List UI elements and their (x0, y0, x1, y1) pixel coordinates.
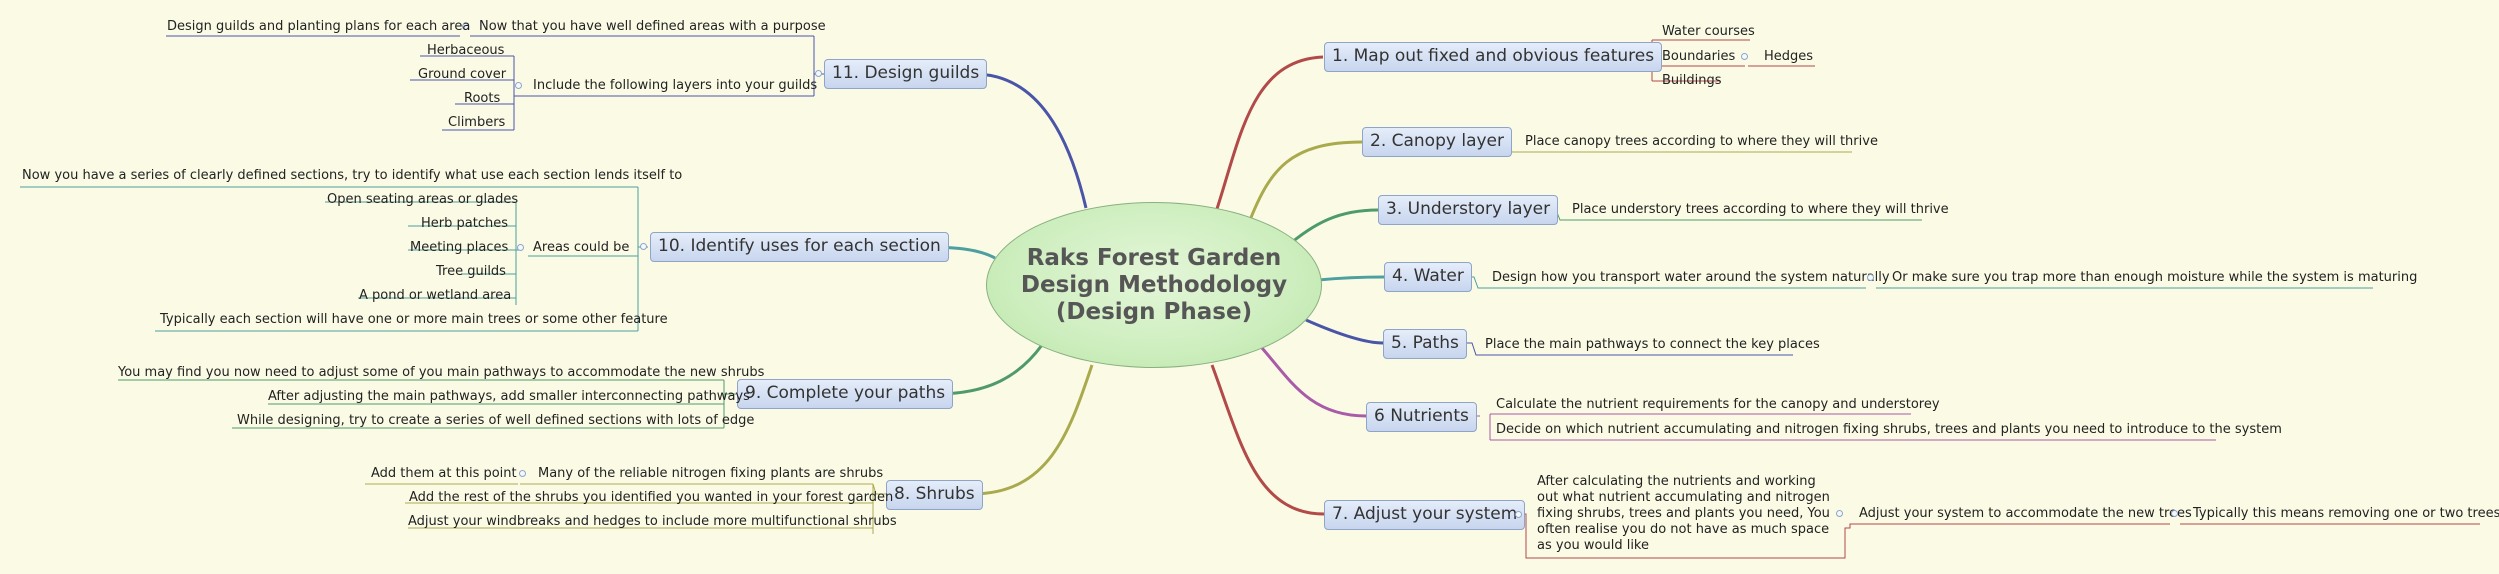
collapse-dot[interactable] (815, 70, 822, 77)
branch-2-node[interactable]: 2. Canopy layer (1362, 127, 1512, 157)
branch-2-item: Place canopy trees according to where th… (1525, 134, 1878, 149)
branch-3-node[interactable]: 3. Understory layer (1378, 195, 1559, 225)
collapse-dot[interactable] (519, 470, 526, 477)
branch-5-item: Place the main pathways to connect the k… (1485, 337, 1820, 352)
collapse-dot[interactable] (517, 244, 524, 251)
branch-8-connector (971, 364, 1094, 496)
branch-11-item-a: Now that you have well defined areas wit… (479, 19, 826, 34)
collapse-dot[interactable] (1836, 510, 1843, 517)
branch-4-item-a: Design how you transport water around th… (1492, 270, 1890, 285)
branch-1-water: Water courses (1662, 24, 1755, 39)
branch-6-node[interactable]: 6 Nutrients (1366, 402, 1477, 432)
branch-8-node[interactable]: 8. Shrubs (886, 480, 983, 510)
branch-4-node[interactable]: 4. Water (1384, 262, 1472, 292)
central-title: Raks Forest Garden Design Methodology (D… (1020, 244, 1288, 325)
branch-5-connector (1305, 318, 1384, 345)
branch-7-node[interactable]: 7. Adjust your system (1324, 500, 1526, 530)
branch-1-connector (1213, 55, 1324, 216)
branch-6-connector (1260, 347, 1367, 418)
branch-10-option-3: Meeting places (410, 240, 509, 255)
branch-9-node[interactable]: 9. Complete your paths (737, 379, 954, 409)
branch-1-buildings: Buildings (1662, 73, 1722, 88)
branch-10-option-4: Tree guilds (436, 264, 506, 279)
branch-10-option-1: Open seating areas or glades (327, 192, 519, 207)
branch-9-item-c: While designing, try to create a series … (237, 413, 755, 428)
branch-7-item-b: Adjust your system to accommodate the ne… (1859, 506, 2192, 521)
branch-2-connector (1248, 140, 1363, 221)
branch-7-connector (1210, 364, 1325, 516)
branch-10-option-2: Herb patches (421, 216, 508, 231)
branch-6-item-a: Calculate the nutrient requirements for … (1496, 397, 1940, 412)
branch-11-connector (973, 72, 1088, 209)
branch-10-option-5: A pond or wetland area (359, 288, 512, 303)
branch-11-layer-4: Climbers (448, 115, 506, 130)
branch-10-item-c: Typically each section will have one or … (160, 312, 668, 327)
branch-8-item-b: Add the rest of the shrubs you identifie… (409, 490, 894, 505)
branch-4-connector (1317, 275, 1385, 282)
branch-1-hedges: Hedges (1764, 49, 1814, 64)
branch-1-node[interactable]: 1. Map out fixed and obvious features (1324, 42, 1663, 72)
collapse-dot[interactable] (1741, 53, 1748, 60)
collapse-dot[interactable] (515, 82, 522, 89)
branch-11-item-a1: Design guilds and planting plans for eac… (167, 19, 471, 34)
branch-10-item-a: Now you have a series of clearly defined… (22, 168, 683, 183)
branch-11-layer-2: Ground cover (418, 67, 507, 82)
collapse-dot[interactable] (1515, 511, 1522, 518)
branch-9-connector (935, 344, 1044, 396)
branch-11-node[interactable]: 11. Design guilds (824, 59, 988, 89)
collapse-dot[interactable] (2171, 510, 2178, 517)
branch-7-item-c: Typically this means removing one or two… (2193, 506, 2499, 521)
branch-3-item: Place understory trees according to wher… (1572, 202, 1949, 217)
collapse-dot[interactable] (462, 23, 469, 30)
branch-1-boundaries: Boundaries (1662, 49, 1736, 64)
branch-8-item-a: Many of the reliable nitrogen fixing pla… (538, 466, 884, 481)
central-topic[interactable]: Raks Forest Garden Design Methodology (D… (986, 202, 1322, 368)
branch-5-node[interactable]: 5. Paths (1383, 329, 1467, 359)
branch-9-item-a: You may find you now need to adjust some… (118, 365, 765, 380)
branch-11-layer-1: Herbaceous (427, 43, 505, 58)
collapse-dot[interactable] (1867, 274, 1874, 281)
branch-9-item-b: After adjusting the main pathways, add s… (268, 389, 750, 404)
branch-8-item-a1: Add them at this point (371, 466, 517, 481)
branch-11-layer-3: Roots (464, 91, 501, 106)
branch-7-item-a: After calculating the nutrients and work… (1537, 474, 1830, 553)
branch-4-item-b: Or make sure you trap more than enough m… (1892, 270, 2418, 285)
branch-11-item-b: Include the following layers into your g… (533, 78, 818, 93)
collapse-dot[interactable] (640, 243, 647, 250)
branch-10-node[interactable]: 10. Identify uses for each section (650, 232, 949, 262)
branch-6-item-b: Decide on which nutrient accumulating an… (1496, 422, 2282, 437)
branch-10-areas: Areas could be (533, 240, 630, 255)
branch-8-item-c: Adjust your windbreaks and hedges to inc… (408, 514, 897, 529)
